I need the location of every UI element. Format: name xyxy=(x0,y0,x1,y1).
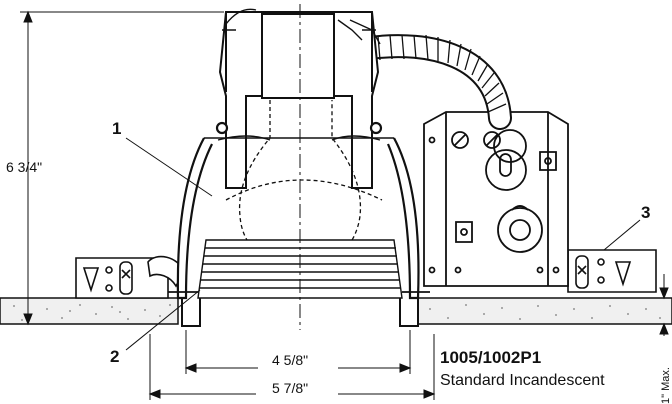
callout-leaders xyxy=(125,137,641,351)
baffle-trim xyxy=(168,239,430,327)
ceiling-max-dimension-label: 1" Max. xyxy=(660,367,672,404)
callout-trim: 2 xyxy=(110,347,119,366)
callout-bracket: 3 xyxy=(641,203,650,222)
ceiling-max-dimension xyxy=(656,274,672,336)
callout-housing: 1 xyxy=(112,119,121,138)
aperture-dimension xyxy=(184,330,412,374)
model-number: 1005/1002P1 xyxy=(440,348,541,367)
aperture-dimension-label: 4 5/8" xyxy=(272,352,308,368)
left-mounting-bracket xyxy=(75,255,185,299)
junction-box xyxy=(423,111,569,287)
height-dimension xyxy=(20,10,224,326)
housing xyxy=(218,8,381,189)
right-mounting-bracket xyxy=(567,249,657,293)
ceiling-right xyxy=(417,297,672,325)
height-dimension-label: 6 3/4" xyxy=(6,159,42,175)
flexible-conduit xyxy=(358,34,512,130)
model-description: Standard Incandescent xyxy=(440,372,605,389)
outer-width-dimension-label: 5 7/8" xyxy=(272,380,308,396)
